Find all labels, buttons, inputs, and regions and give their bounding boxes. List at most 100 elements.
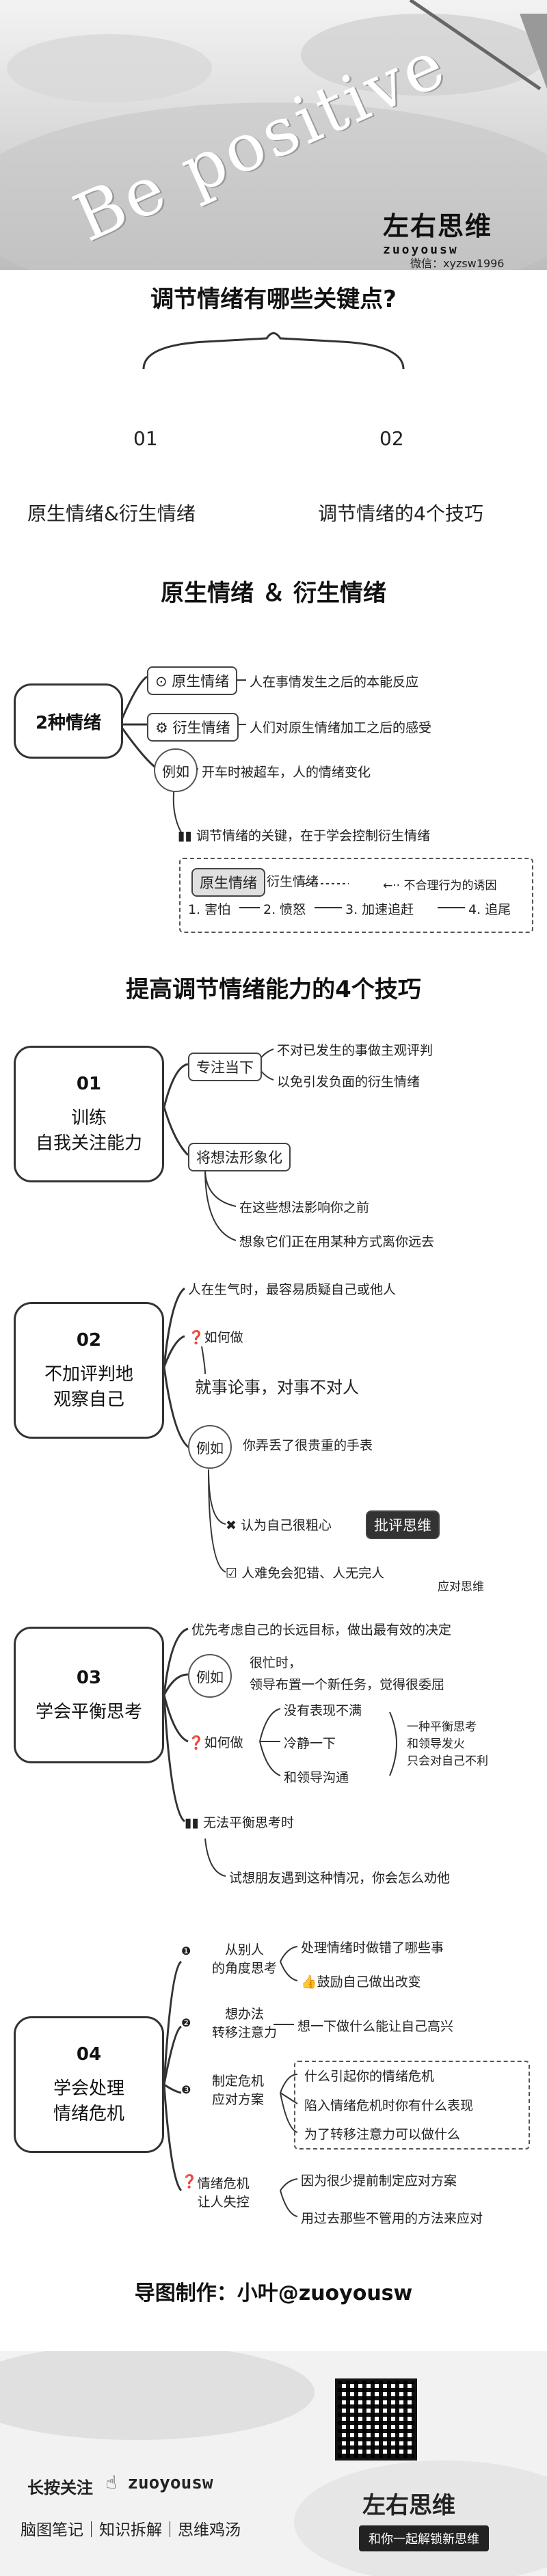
tip2-node: 02 不加评判地 观察自己 <box>14 1302 164 1439</box>
tip2-example-desc: 你弄丢了很贵重的手表 <box>243 1438 373 1453</box>
example-desc: 开车时被超车，人的情绪变化 <box>202 765 371 780</box>
highlight-icon: ▮▮ <box>178 828 196 843</box>
tip4-s4a: 因为很少提前制定应对方案 <box>301 2173 457 2188</box>
tip4-s3a: 什么引起你的情绪危机 <box>304 2069 435 2084</box>
chain-step-2: 2. 愤怒 <box>263 902 306 917</box>
overview-item-2: 调节情绪的4个技巧 <box>318 502 483 525</box>
tip2-name: 不加评判地 观察自己 <box>44 1364 133 1410</box>
tip4-num: 04 <box>76 2044 102 2065</box>
tip2-example-circle: 例如 <box>188 1425 232 1469</box>
key-point: ▮▮ 调节情绪的关键，在于学会控制衍生情绪 <box>178 826 430 844</box>
tip3-result-2: 和领导发火 <box>407 1737 465 1751</box>
overview-item-1: 原生情绪&衍生情绪 <box>27 502 196 525</box>
tip3-how-1: 没有表现不满 <box>284 1703 362 1718</box>
tip4-s3b: 陷入情绪危机时你有什么表现 <box>304 2098 474 2113</box>
question-icon: ❓ <box>188 1330 204 1345</box>
check-icon: ☑ <box>226 1566 242 1581</box>
question-icon: ❓ <box>181 2174 198 2189</box>
tip1-num: 01 <box>76 1074 102 1094</box>
tip2-how: ❓如何做 <box>188 1327 243 1346</box>
cross-icon: ✖ <box>226 1518 241 1533</box>
header-banner: Be positive 左右思维 zuoyousw 微信：xyzsw1996 <box>0 0 547 270</box>
tip3-example-desc1: 很忙时， <box>250 1655 302 1670</box>
tip4-s3-box <box>294 2061 530 2150</box>
tip4-s1b-text: 鼓励自己做出改变 <box>317 1975 421 1990</box>
tip3-example-desc2: 领导布置一个新任务，觉得很委屈 <box>250 1677 445 1692</box>
chain-note: ←·· 不合理行为的诱因 <box>383 876 496 893</box>
hand-icon: ☝ <box>106 2473 128 2493</box>
tip2-wrong: ✖ 认为自己很粗心 <box>226 1515 332 1534</box>
step-two-icon: ❷ <box>181 2016 191 2029</box>
tip2-right: ☑ 人难免会犯错、人无完人 <box>226 1563 384 1582</box>
tip3-how-2: 冷静一下 <box>284 1736 336 1751</box>
qr-code[interactable] <box>335 2378 417 2460</box>
tip1-name: 训练 自我关注能力 <box>35 1108 142 1154</box>
thumbs-up-icon: 👍 <box>301 1975 317 1990</box>
gear-icon: ⚙ <box>155 720 173 736</box>
tip4-s2: 想办法 转移注意力 <box>212 2007 278 2040</box>
primary-emotion-label: ⊙ 原生情绪 <box>147 666 238 695</box>
tip1-point-2b: 想象它们正在用某种方式离你远去 <box>239 1234 435 1249</box>
chain-box <box>179 858 533 933</box>
tip4-s4-text: 情绪危机 让人失控 <box>197 2176 250 2210</box>
section2-title: 提高调节情绪能力的4个技巧 <box>126 976 421 1003</box>
brand-logo: 左右思维 zuoyousw <box>383 205 533 260</box>
chain-step-4: 4. 追尾 <box>468 902 511 917</box>
tip4-s4: ❓情绪危机 让人失控 <box>181 2173 250 2210</box>
key-point-text: 调节情绪的关键，在于学会控制衍生情绪 <box>196 828 430 843</box>
tip4-node: 04 学会处理 情绪危机 <box>14 2016 164 2153</box>
tip1-point-2a: 在这些想法影响你之前 <box>239 1200 370 1215</box>
sand-texture <box>0 0 547 270</box>
footer-brand: 左右思维 <box>362 2492 455 2519</box>
tip3-example-circle: 例如 <box>188 1654 232 1698</box>
tip4-s3c: 为了转移注意力可以做什么 <box>304 2127 461 2142</box>
tip4-name: 学会处理 情绪危机 <box>53 2078 124 2124</box>
example-circle: 例如 <box>154 748 198 792</box>
tip3-result-3: 只会对自己不利 <box>407 1754 488 1768</box>
tip3-num: 03 <box>76 1667 102 1688</box>
tip3-node: 03 学会平衡思考 <box>14 1627 164 1763</box>
tip2-how-text: 如何做 <box>204 1330 243 1345</box>
tip2-right-text: 人难免会犯错、人无完人 <box>241 1566 385 1581</box>
tip1-point-1a: 不对已发生的事做主观评判 <box>277 1043 433 1058</box>
primary-emotion-desc: 人在事情发生之后的本能反应 <box>250 675 419 690</box>
tip2-right-tag: 应对思维 <box>438 1580 484 1594</box>
two-emotions-node: 2种情绪 <box>14 683 123 759</box>
arrow-left-icon: ←·· <box>383 879 404 893</box>
question-icon: ❓ <box>188 1735 204 1750</box>
overview-num-2: 02 <box>379 427 404 450</box>
footer-tags: 脑图笔记｜知识拆解｜思维鸡汤 <box>21 2521 241 2539</box>
tip3-how-text: 如何做 <box>204 1735 243 1750</box>
tip4-s1: 从别人 的角度思考 <box>212 1942 278 1976</box>
derived-emotion-desc: 人们对原生情绪加工之后的感受 <box>250 720 432 735</box>
follow-label: 长按关注 <box>27 2478 93 2497</box>
brand-en: zuoyousw <box>383 243 459 257</box>
tip2-num: 02 <box>76 1330 102 1351</box>
chain-step-1: 1. 害怕 <box>188 902 231 917</box>
tip3-cant: ▮▮ 无法平衡思考时 <box>185 1813 294 1831</box>
tip3-result-1: 一种平衡思考 <box>407 1720 477 1734</box>
primary-emotion-text: 原生情绪 <box>172 673 230 690</box>
tip1-point-1b: 以免引发负面的衍生情绪 <box>277 1074 421 1089</box>
tip2-wrong-tag: 批评思维 <box>366 1510 440 1539</box>
tip1-point-1: 专注当下 <box>188 1053 262 1081</box>
wechat-id: 微信：xyzsw1996 <box>410 257 505 270</box>
tip3-how-3: 和领导沟通 <box>284 1770 349 1785</box>
credit-line: 导图制作：小叶@zuoyousw <box>134 2281 413 2305</box>
chain-primary-tag: 原生情绪 <box>191 868 265 897</box>
tip4-s2a: 想一下做什么能让自己高兴 <box>297 2019 454 2034</box>
step-three-icon: ❸ <box>181 2083 191 2096</box>
tip3-name: 学会平衡思考 <box>35 1701 142 1722</box>
tip4-s1a: 处理情绪时做错了哪些事 <box>301 1940 444 1955</box>
footer-slogan: 和你一起解锁新思维 <box>359 2525 489 2551</box>
overview-num-1: 01 <box>133 427 158 450</box>
tip4-s1b: 👍鼓励自己做出改变 <box>301 1972 421 1990</box>
highlight-icon: ▮▮ <box>185 1815 203 1830</box>
chain-derived-tag: 衍生情绪 <box>267 874 319 889</box>
follow-account-text: zuoyousw <box>127 2473 213 2493</box>
tip2-point-1: 人在生气时，最容易质疑自己或他人 <box>188 1282 397 1297</box>
tip1-node: 01 训练 自我关注能力 <box>14 1046 164 1182</box>
tip2-wrong-text: 认为自己很粗心 <box>240 1518 332 1533</box>
section1-title: 原生情绪 ＆ 衍生情绪 <box>161 580 386 607</box>
tip2-point-3: 就事论事，对事不对人 <box>195 1378 359 1397</box>
